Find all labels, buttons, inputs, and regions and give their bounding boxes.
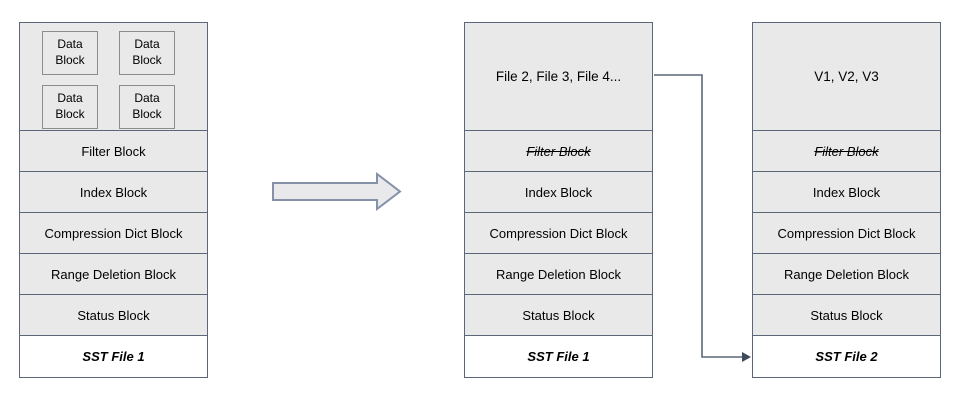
filter-block-row-struck: Filter Block [465,130,652,171]
values-section: V1, V2, V3 [753,23,940,130]
data-block: Data Block [42,85,98,129]
connector-arrow-line [654,74,743,358]
connector-arrowhead-icon [742,352,751,362]
compression-dict-block-row: Compression Dict Block [753,212,940,253]
sst-file-2-column: V1, V2, V3 Filter Block Index Block Comp… [752,22,941,378]
index-block-row: Index Block [465,171,652,212]
status-block-row: Status Block [753,294,940,335]
data-blocks-section: Data Block Data Block Data Block Data Bl… [20,23,207,130]
range-deletion-block-row: Range Deletion Block [753,253,940,294]
sst-file-1-original-column: Data Block Data Block Data Block Data Bl… [19,22,208,378]
data-block: Data Block [42,31,98,75]
compression-dict-block-row: Compression Dict Block [20,212,207,253]
sst-file-1-after-column: File 2, File 3, File 4... Filter Block I… [464,22,653,378]
transform-arrow-icon [272,171,402,212]
data-block: Data Block [119,31,175,75]
index-block-row: Index Block [753,171,940,212]
status-block-row: Status Block [20,294,207,335]
sst-file-label: SST File 1 [20,335,207,377]
range-deletion-block-row: Range Deletion Block [465,253,652,294]
compression-dict-block-row: Compression Dict Block [465,212,652,253]
sst-file-label: SST File 2 [753,335,940,377]
sst-file-label: SST File 1 [465,335,652,377]
filter-block-row: Filter Block [20,130,207,171]
filter-block-row-struck: Filter Block [753,130,940,171]
data-block: Data Block [119,85,175,129]
range-deletion-block-row: Range Deletion Block [20,253,207,294]
index-block-row: Index Block [20,171,207,212]
file-list-section: File 2, File 3, File 4... [465,23,652,130]
status-block-row: Status Block [465,294,652,335]
